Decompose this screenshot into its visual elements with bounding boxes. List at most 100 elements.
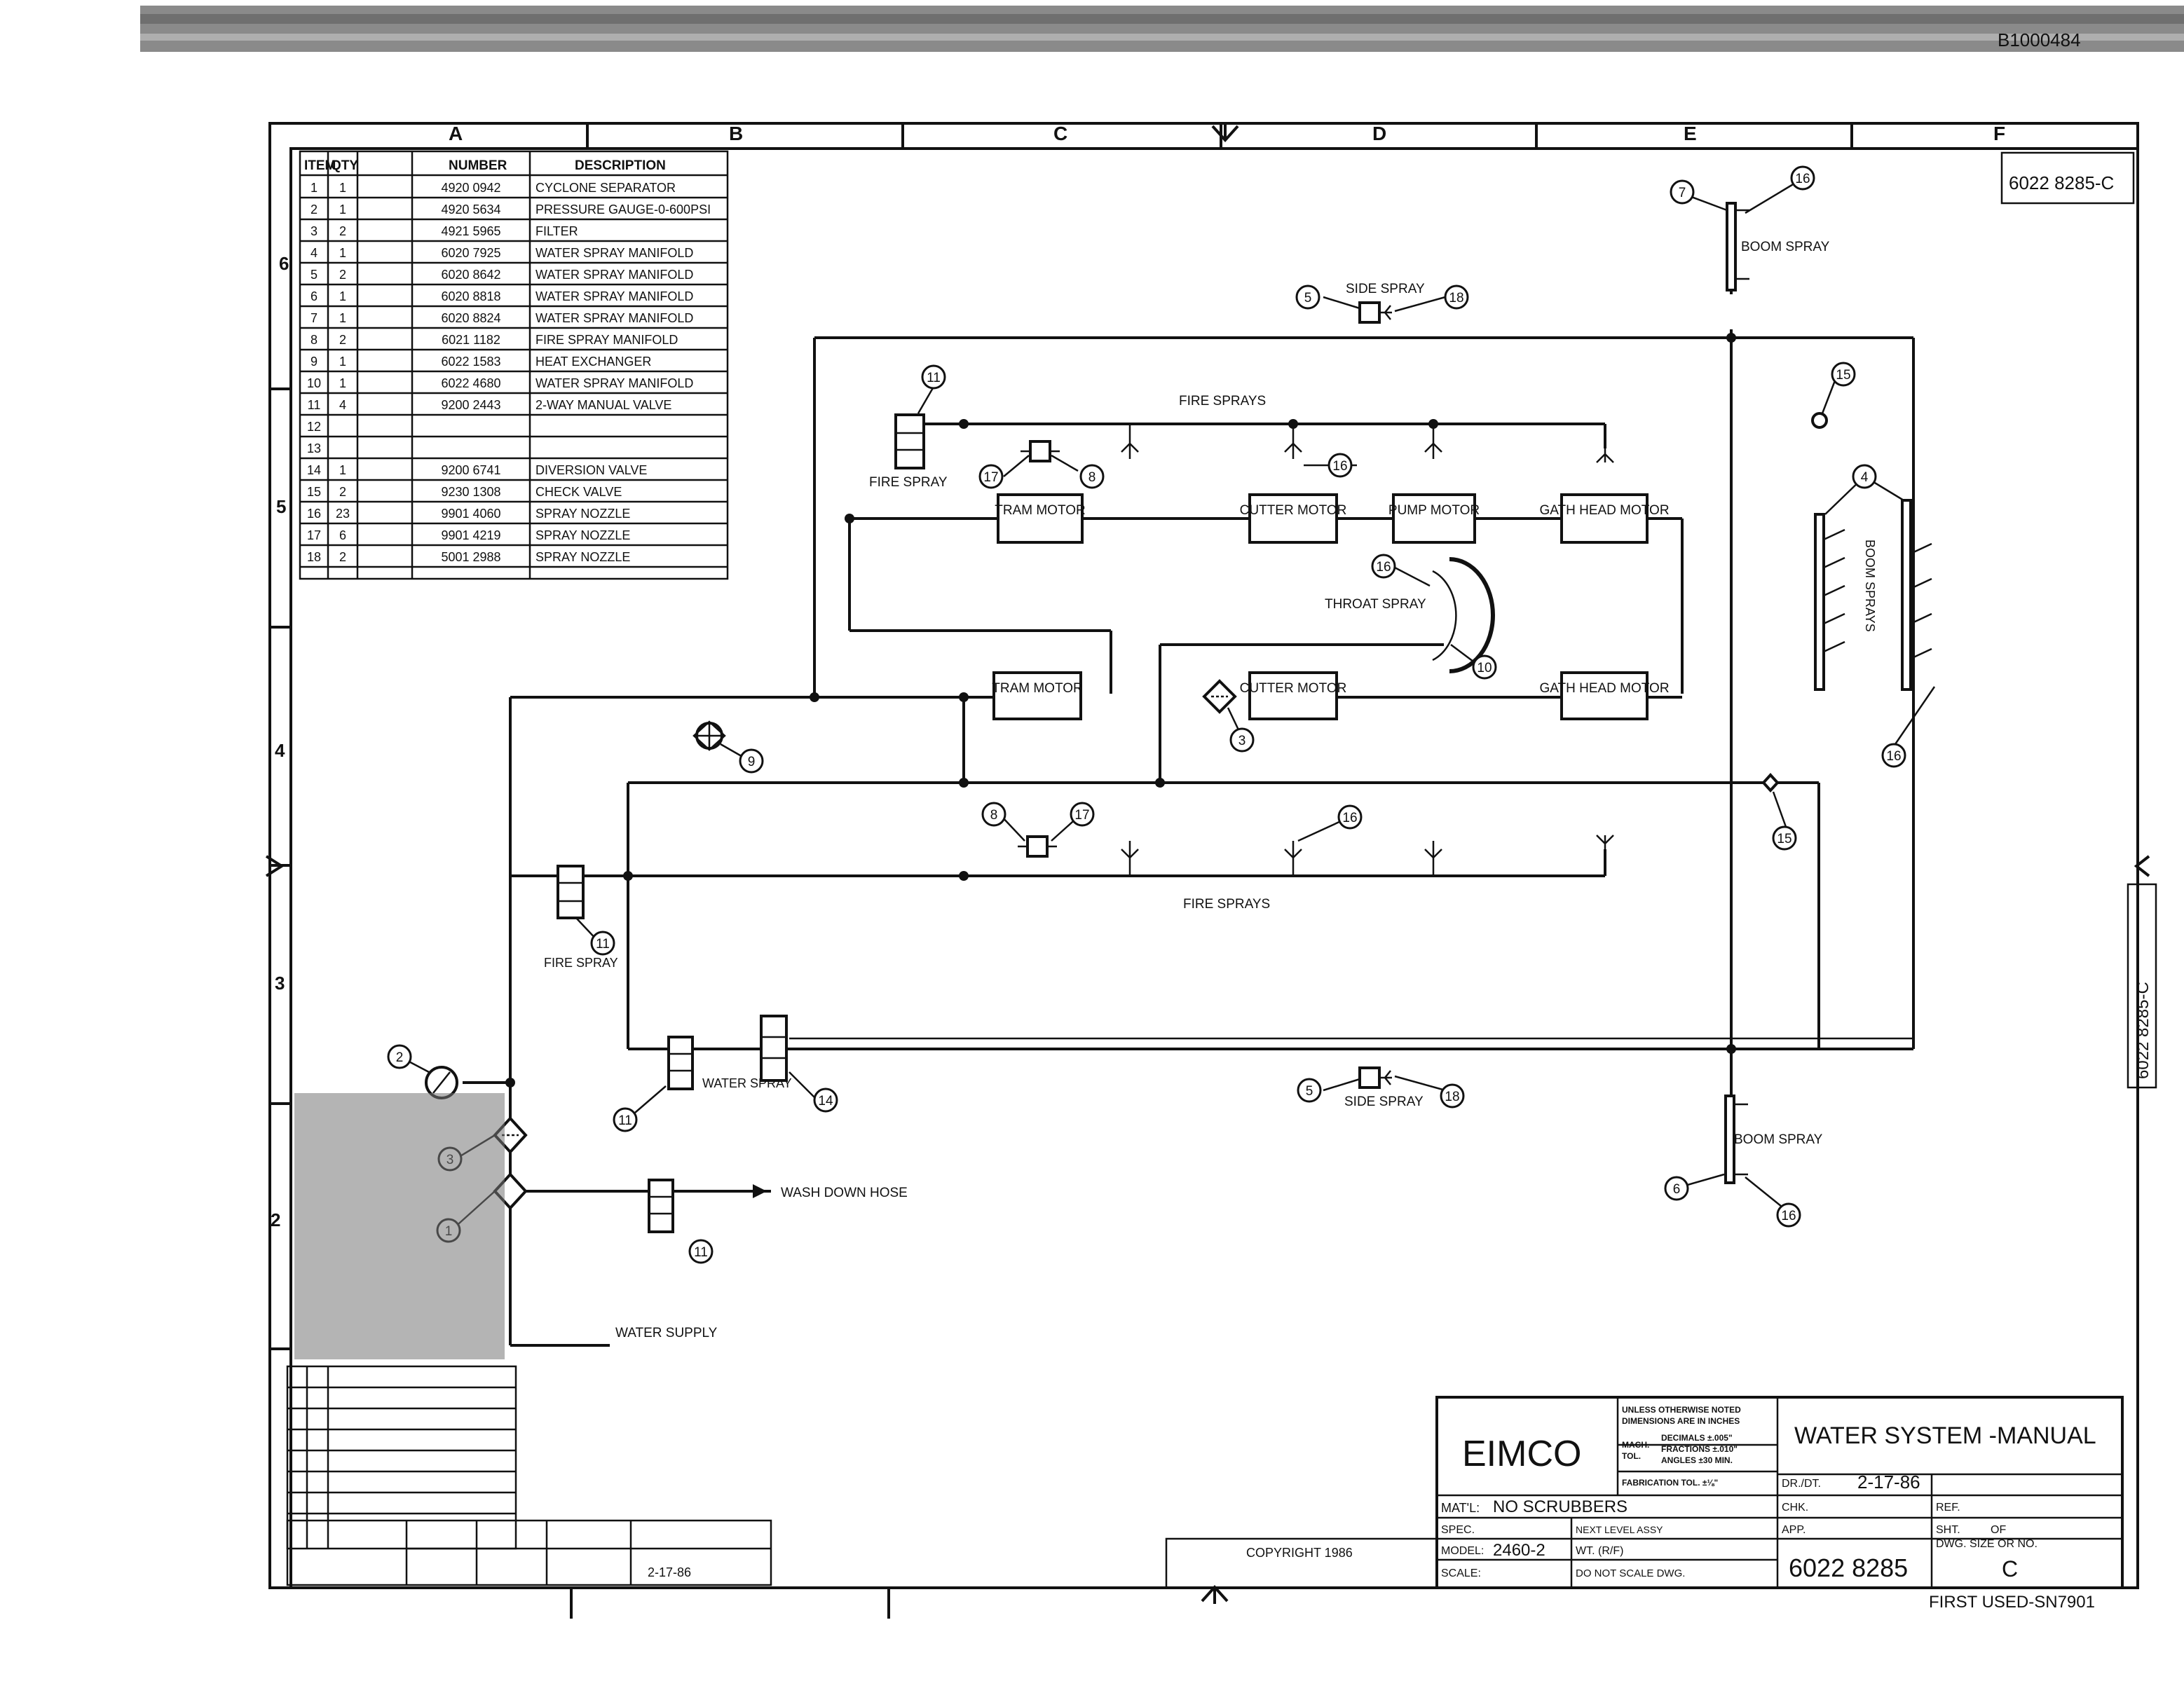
callout-circle: [1070, 802, 1095, 827]
table-cell: 6020 8824: [441, 311, 500, 325]
callout-number: 11: [596, 937, 610, 952]
callout-number: 18: [1449, 291, 1463, 306]
stamp-number: B1000484: [1998, 29, 2081, 50]
revision-block: [286, 1365, 772, 1586]
first-used-text: FIRST USED-SN7901: [1929, 1593, 2095, 1612]
table-cell: 4920 5634: [441, 203, 500, 217]
callout-number: 15: [1836, 368, 1850, 383]
callout-circle: [1472, 654, 1497, 680]
parts-table: [299, 150, 729, 580]
table-cell: WATER SPRAY MANIFOLD: [535, 268, 693, 282]
callout-circle: [1831, 362, 1856, 387]
table-cell: 8: [310, 333, 318, 347]
fire-spray-nozzles-bottom: [1121, 835, 1614, 876]
fire-sprays-bottom-label: FIRE SPRAYS: [1183, 897, 1270, 912]
company-logo-text: EIMCO: [1462, 1434, 1581, 1474]
boom-spray-bottom-label: BOOM SPRAY: [1734, 1132, 1823, 1147]
table-cell: 2: [339, 224, 346, 238]
callout-circle: [981, 802, 1006, 827]
zone-number-4: 4: [275, 740, 285, 761]
boom-sprays-manifolds: [1814, 499, 1932, 691]
center-mark-left: [265, 855, 285, 877]
dr-value: 2-17-86: [1857, 1471, 1920, 1493]
callout-circle: [1295, 284, 1320, 310]
fire-sprays-top-label: FIRE SPRAYS: [1179, 394, 1266, 409]
throat-spray-arc: [1449, 557, 1495, 673]
table-cell: 6021 1182: [442, 333, 500, 347]
callout-circle: [590, 931, 615, 956]
table-cell: 9230 1308: [441, 485, 500, 499]
callout-circle: [1444, 284, 1469, 310]
callout-circle: [1371, 554, 1396, 579]
table-cell: 15: [307, 485, 321, 499]
fire-spray-nozzles-top: [1121, 424, 1614, 463]
callout-number: 16: [1342, 811, 1357, 825]
model-label: MODEL:: [1441, 1545, 1484, 1557]
table-cell: 2: [339, 550, 346, 564]
notes-line-2: DIMENSIONS ARE IN INCHES: [1622, 1416, 1740, 1426]
tol-decimals: DECIMALS ±.005": [1661, 1433, 1733, 1443]
table-cell: 9901 4219: [441, 528, 500, 542]
zone-number-5: 5: [276, 496, 286, 517]
table-cell: 4: [339, 398, 346, 412]
callout-circle: [1776, 1202, 1801, 1228]
table-cell: 2: [339, 485, 346, 499]
callout-number: 11: [927, 371, 941, 385]
pump-motor-label: PUMP MOTOR: [1388, 503, 1480, 518]
table-cell: 12: [307, 420, 321, 434]
callout-number: 5: [1306, 1084, 1313, 1099]
drawing-title: WATER SYSTEM -MANUAL: [1794, 1422, 2096, 1449]
table-cell: SPRAY NOZZLE: [535, 507, 630, 521]
callout-number: 3: [1238, 734, 1246, 748]
zone-letter-a: A: [449, 123, 463, 144]
next-level-label: NEXT LEVEL ASSY: [1576, 1524, 1663, 1535]
table-cell: 2: [310, 203, 318, 217]
callout-circle: [978, 464, 1004, 489]
side-number-box: [2127, 883, 2157, 1089]
table-cell: WATER SPRAY MANIFOLD: [535, 289, 693, 303]
diversion-valve: [760, 1015, 788, 1082]
fire-spray-left-bottom-label: FIRE SPRAY: [544, 956, 618, 970]
zone-number-2: 2: [271, 1209, 280, 1230]
zone-letter-e: E: [1684, 123, 1697, 144]
callout-number: 16: [1795, 172, 1810, 186]
callout-circle: [1664, 1176, 1689, 1201]
fabrication-tol: FABRICATION TOL. ±⅛": [1622, 1478, 1718, 1488]
cutter-motor-top: CUTTER MOTOR: [1240, 493, 1346, 544]
table-cell: 23: [336, 507, 350, 521]
fire-spray-manifold-top: [1021, 440, 1060, 462]
zone-number-3: 3: [275, 973, 285, 994]
side-spray-top-label: SIDE SPRAY: [1346, 282, 1425, 296]
zone-letter-d: D: [1372, 123, 1386, 144]
table-cell: 6022 4680: [441, 376, 500, 390]
table-cell: 1: [339, 203, 346, 217]
dr-label: DR./DT.: [1782, 1478, 1821, 1490]
callout-circle: [688, 1239, 714, 1264]
callout-number: 10: [1477, 661, 1492, 675]
table-cell: 18: [307, 550, 321, 564]
cutter-motor-bottom: CUTTER MOTOR: [1240, 671, 1346, 720]
table-cell: 2-WAY MANUAL VALVE: [535, 398, 671, 412]
callout-circle: [1790, 165, 1815, 191]
tol-angles: ANGLES ±30 MIN.: [1661, 1455, 1733, 1465]
table-cell: CYCLONE SEPARATOR: [535, 181, 676, 195]
table-cell: 4921 5965: [441, 224, 500, 238]
table-cell: CHECK VALVE: [535, 485, 622, 499]
callout-group: 1117816161039817161111142311151851871615…: [387, 165, 1906, 1264]
check-valve-bottom: [1761, 773, 1780, 792]
table-cell: 6020 8818: [441, 289, 500, 303]
table-header-item: ITEM: [304, 158, 336, 173]
center-mark-bottom: [1201, 1585, 1229, 1604]
callout-number: 8: [1088, 470, 1096, 485]
fire-spray-valve-top: [894, 413, 925, 469]
table-header-qty: QTY: [331, 158, 358, 173]
table-cell: 2: [339, 268, 346, 282]
callout-number: 8: [990, 808, 998, 823]
table-cell: 3: [310, 224, 318, 238]
side-spray-manifold-bottom: [1358, 1066, 1392, 1089]
table-cell: 5001 2988: [441, 550, 500, 564]
check-valve-top: [1811, 412, 1828, 429]
callout-number: 4: [1861, 470, 1869, 485]
